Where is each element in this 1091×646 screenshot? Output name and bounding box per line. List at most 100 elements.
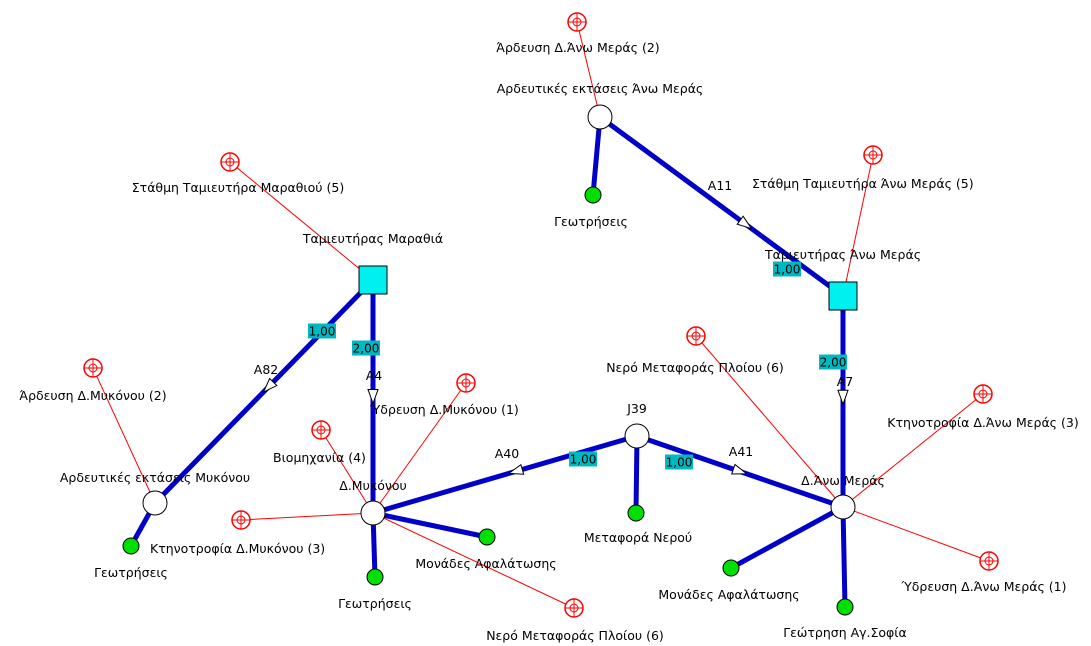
link-label-a11: A11 [708, 178, 732, 193]
demand-label-dm4: Άρδευση Δ.Μυκόνου (2) [19, 388, 166, 403]
demand-target-icon[interactable] [456, 373, 476, 393]
link-value-box-a41 [665, 454, 693, 470]
link-value-a41: 1,00 [666, 456, 693, 470]
flow-arrow-a11 [736, 215, 753, 230]
link-values-layer: 1,00 2,00 1,00 2,00 1,00 1,00 [308, 261, 847, 470]
demand-labels-layer: Άρδευση Δ.Άνω Μεράς (2) Στάθμη Ταμιευτήρα… [19, 40, 1078, 643]
node-label-ardeusi-ano-meras: Αρδευτικές εκτάσεις Άνω Μεράς [497, 81, 704, 96]
demand-link-dm8[interactable] [372, 512, 575, 609]
node-label-tamieutiras-marathia: Ταμιευτήρας Μαραθιά [302, 231, 443, 246]
pipe-p6[interactable] [729, 504, 845, 571]
demand-target-icon[interactable] [863, 145, 883, 165]
pipe-a40[interactable] [372, 433, 638, 516]
demand-target-icon[interactable] [231, 510, 251, 530]
node-label-geotriseis-myk: Γεωτρήσεις [338, 596, 412, 611]
link-label-a7: A7 [837, 374, 854, 389]
pipe-p5[interactable] [633, 435, 640, 514]
flow-arrow-a82 [262, 377, 278, 394]
link-label-a40: A40 [495, 446, 520, 461]
node-label-ardeusi-mykonou: Αρδευτικές εκτάσεις Μυκόνου [60, 470, 250, 485]
demand-target-icon[interactable] [564, 598, 584, 618]
junction-node-d-mykonou[interactable] [360, 500, 386, 526]
demand-target-icon[interactable] [220, 152, 240, 172]
demand-label-dm3: Στάθμη Ταμιευτήρα Μαραθιού (5) [132, 180, 344, 195]
link-label-a4: A4 [366, 368, 383, 383]
nodes-layer [122, 104, 858, 616]
flow-arrows-layer [262, 215, 849, 475]
link-value-a11: 1,00 [774, 263, 801, 277]
flow-arrow-a40 [507, 463, 525, 475]
source-node-geotriseis-myk-ardeusi[interactable] [122, 537, 140, 555]
demand-label-dm2: Στάθμη Ταμιευτήρα Άνω Μεράς (5) [752, 176, 974, 191]
node-label-metafora-nerou: Μεταφορά Νερού [584, 530, 692, 545]
demand-target-icon[interactable] [973, 384, 993, 404]
source-node-monades-myk[interactable] [478, 528, 496, 546]
demand-label-dm8: Νερό Μεταφοράς Πλοίου (6) [486, 628, 664, 643]
demand-link-dm4[interactable] [92, 367, 156, 504]
node-label-monades-ano: Μονάδες Αφαλάτωσης [658, 587, 799, 602]
reservoir-node-tamieutiras-ano-meras[interactable] [828, 281, 858, 311]
demand-links-layer [92, 21, 990, 609]
link-value-box-a4 [352, 340, 380, 356]
demand-target-icon[interactable] [686, 326, 706, 346]
demand-link-dm7[interactable] [240, 512, 374, 521]
node-label-d-ano-meras: Δ.Άνω Μεράς [801, 473, 885, 488]
source-node-geotrisi-agsofia[interactable] [836, 598, 854, 616]
pipe-p7[interactable] [840, 506, 848, 608]
junction-node-d-ano-meras[interactable] [830, 494, 856, 520]
demand-label-dm11: Ύδρευση Δ.Άνω Μεράς (1) [900, 579, 1066, 594]
node-label-d-mykonou: Δ.Μυκόνου [339, 478, 406, 493]
node-label-j39: J39 [626, 401, 647, 416]
link-value-a40: 1,00 [570, 453, 597, 467]
link-value-box-a11 [773, 261, 801, 277]
link-value-box-a7 [819, 354, 847, 370]
link-label-a82: A82 [254, 362, 278, 377]
link-value-a4: 2,00 [353, 342, 380, 356]
pipe-a11[interactable] [598, 114, 845, 299]
node-label-tamieutiras-ano-meras: Ταμιευτήρας Άνω Μεράς [764, 247, 921, 262]
node-label-monades-myk: Μονάδες Αφαλάτωσης [415, 556, 556, 571]
pipe-p1[interactable] [590, 116, 603, 196]
source-node-monades-ano[interactable] [722, 559, 740, 577]
demand-link-dm2[interactable] [842, 154, 874, 297]
demand-label-dm9: Νερό Μεταφοράς Πλοίου (6) [606, 360, 784, 375]
demand-link-dm3[interactable] [229, 161, 374, 281]
demand-label-dm10: Κτηνοτροφία Δ.Άνω Μεράς (3) [887, 415, 1078, 430]
source-node-geotriseis-ano[interactable] [584, 186, 602, 204]
node-labels-layer: Αρδευτικές εκτάσεις Άνω ΜεράςΓεωτρήσειςΤ… [60, 81, 921, 640]
demand-link-dm10[interactable] [842, 393, 984, 508]
junction-node-ardeusi-mykonou[interactable] [142, 490, 168, 516]
flow-arrow-a4 [367, 389, 379, 405]
demand-label-dm5: Ύδρευση Δ.Μυκόνου (1) [369, 402, 519, 417]
demand-link-dm5[interactable] [372, 382, 467, 514]
demand-target-icon[interactable] [83, 358, 103, 378]
link-label-a41: A41 [729, 444, 753, 459]
junction-node-ardeusi-ano-meras[interactable] [587, 104, 613, 130]
junction-node-j39[interactable] [624, 423, 650, 449]
flow-arrow-a7 [837, 389, 849, 406]
demand-link-dm1[interactable] [576, 21, 601, 118]
source-node-metafora-nerou[interactable] [627, 504, 645, 522]
demand-target-icon[interactable] [311, 420, 331, 440]
link-value-a7: 2,00 [820, 356, 847, 370]
demand-link-dm6[interactable] [320, 429, 374, 514]
demand-target-icon[interactable] [979, 551, 999, 571]
flow-arrow-a41 [731, 463, 749, 475]
node-label-geotriseis-myk-ardeusi: Γεωτρήσεις [94, 565, 168, 580]
demand-label-dm6: Βιομηχανία (4) [273, 450, 366, 465]
source-node-geotriseis-myk[interactable] [366, 568, 384, 586]
link-value-a82: 1,00 [309, 325, 336, 339]
pipe-p4[interactable] [372, 510, 488, 540]
reservoir-node-tamieutiras-marathia[interactable] [358, 265, 388, 295]
demand-link-dm11[interactable] [842, 506, 990, 562]
demand-link-dm9[interactable] [695, 335, 844, 508]
demand-label-dm7: Κτηνοτροφία Δ.Μυκόνου (3) [150, 541, 325, 556]
demand-target-icon[interactable] [567, 12, 587, 32]
demand-label-dm1: Άρδευση Δ.Άνω Μεράς (2) [496, 40, 659, 55]
node-label-geotrisi-agsofia: Γεώτρηση Αγ.Σοφία [783, 625, 907, 640]
link-value-box-a82 [308, 323, 336, 339]
demand-symbols-layer [83, 12, 999, 618]
node-label-geotriseis-ano: Γεωτρήσεις [554, 214, 628, 229]
